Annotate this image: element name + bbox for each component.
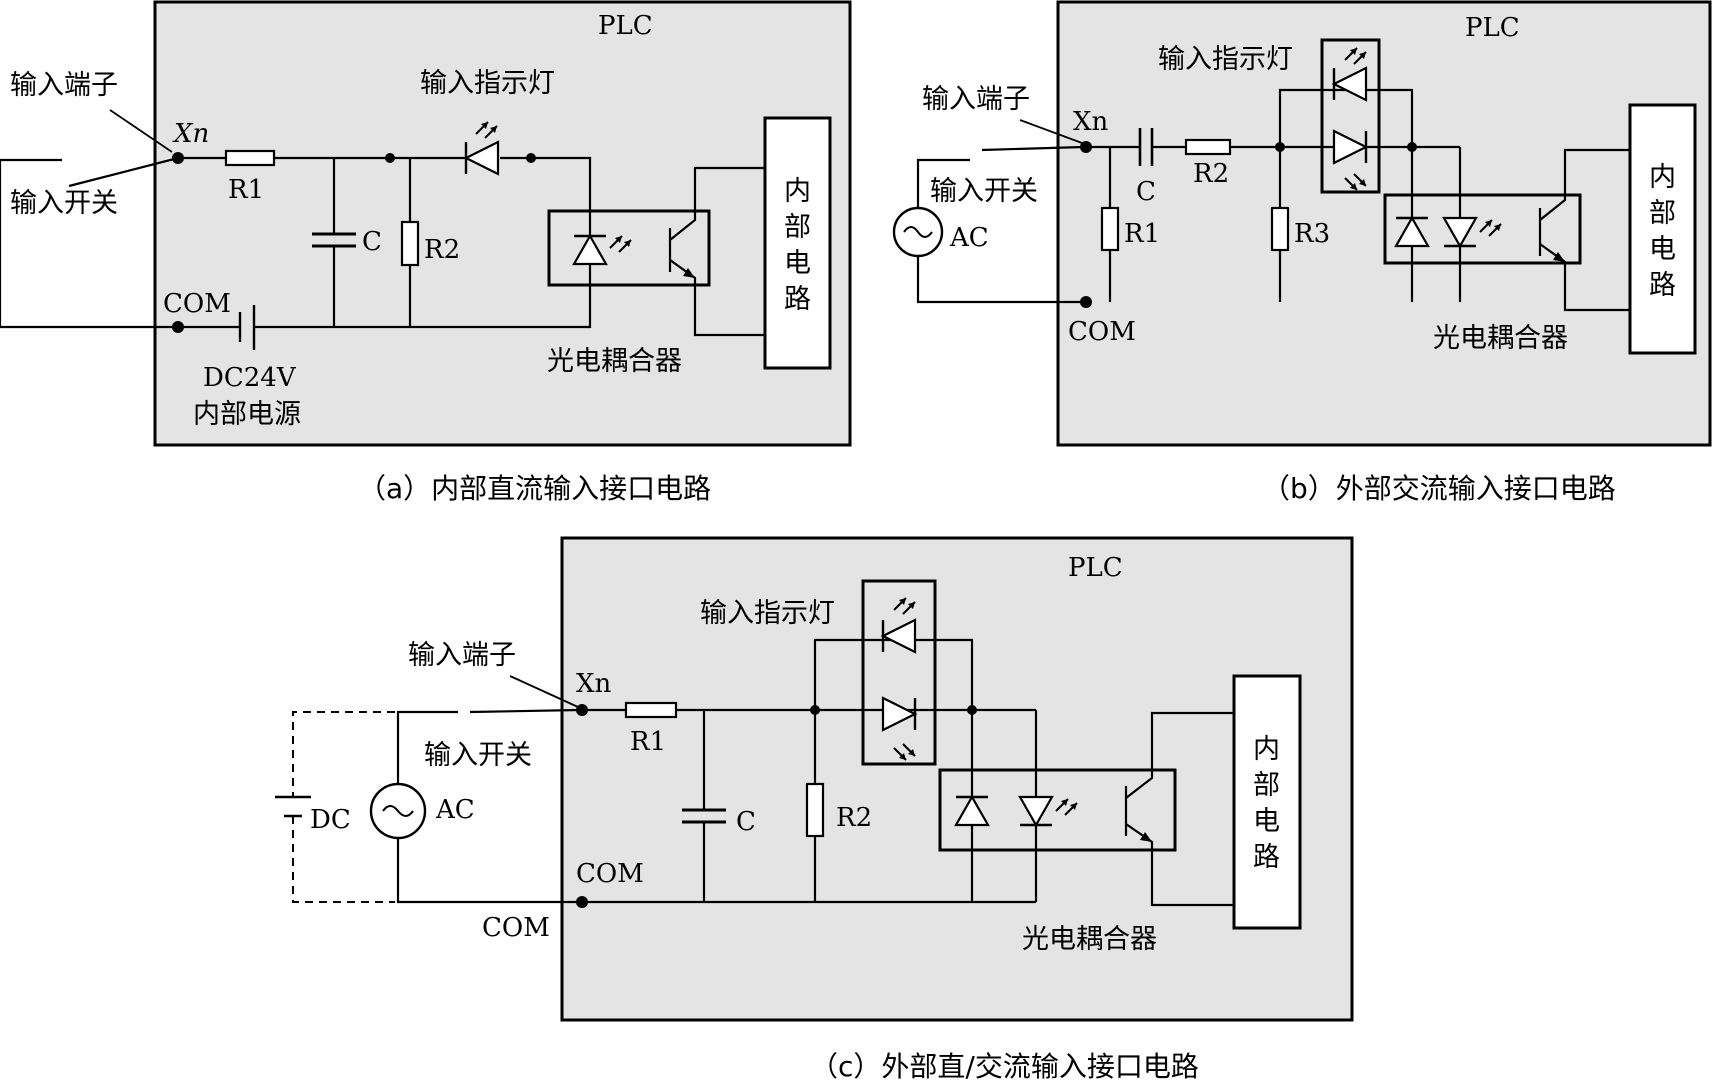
input-terminal-label: 输入端子 bbox=[408, 640, 516, 671]
panel-c: PLC 输入端子 Xn 输入开关 COM COM DC AC R1 C R2 输… bbox=[275, 536, 1354, 1022]
indicator-label: 输入指示灯 bbox=[420, 68, 555, 99]
r1-label: R1 bbox=[228, 175, 264, 205]
plc-label: PLC bbox=[598, 11, 653, 41]
internal-circuit-label-1: 内 bbox=[1253, 734, 1280, 765]
com-outer-label: COM bbox=[482, 913, 550, 943]
xn-label: Xn bbox=[576, 669, 612, 699]
r1-label: R1 bbox=[630, 727, 666, 757]
terminal-pointer bbox=[1019, 119, 1083, 144]
plc-box bbox=[560, 536, 1354, 1022]
c-label: C bbox=[1136, 177, 1156, 207]
internal-circuit-label-4: 路 bbox=[784, 284, 811, 315]
internal-circuit-label-2: 部 bbox=[1649, 198, 1676, 229]
internal-circuit-box bbox=[1232, 674, 1302, 930]
phototransistor-icon bbox=[1538, 148, 1630, 312]
dc-optional-wiring bbox=[292, 711, 395, 903]
r2-label: R2 bbox=[1193, 159, 1229, 189]
resistor-r1 bbox=[1100, 206, 1120, 252]
plc-box bbox=[153, 0, 852, 447]
internal-circuit-label-2: 部 bbox=[784, 212, 811, 243]
dc24v-label: DC24V bbox=[203, 363, 297, 393]
internal-circuit-box bbox=[763, 116, 832, 370]
r3-label: R3 bbox=[1294, 219, 1330, 249]
optocoupler-label: 光电耦合器 bbox=[547, 346, 682, 377]
ac-label: AC bbox=[435, 795, 475, 825]
resistor-r1 bbox=[624, 701, 678, 719]
input-switch-label: 输入开关 bbox=[424, 740, 532, 771]
input-switch bbox=[916, 145, 1086, 304]
caption-b: （b）外部交流输入接口电路 bbox=[1262, 472, 1616, 505]
ac-label: AC bbox=[949, 223, 989, 253]
resistor-r2 bbox=[400, 220, 420, 267]
internal-supply-label: 内部电源 bbox=[193, 399, 301, 430]
dc-label: DC bbox=[310, 805, 351, 835]
com-inner-label: COM bbox=[576, 859, 644, 889]
c-label: C bbox=[736, 807, 756, 837]
internal-circuit-label-4: 路 bbox=[1253, 842, 1280, 873]
phototransistor-icon bbox=[668, 166, 765, 337]
internal-circuit-label-1: 内 bbox=[1649, 162, 1676, 193]
com-label: COM bbox=[163, 289, 231, 319]
internal-circuit-box bbox=[1628, 103, 1697, 355]
com-line bbox=[178, 285, 592, 329]
optocoupler-label: 光电耦合器 bbox=[1433, 323, 1568, 354]
com-label: COM bbox=[1068, 317, 1136, 347]
optocoupler bbox=[547, 209, 711, 287]
resistor-r3 bbox=[1270, 206, 1290, 252]
resistor-r1 bbox=[224, 149, 276, 167]
indicator-box bbox=[861, 579, 937, 766]
r2-label: R2 bbox=[836, 803, 872, 833]
internal-circuit-label-4: 路 bbox=[1649, 270, 1676, 301]
terminal-pointer bbox=[509, 675, 579, 708]
internal-circuit-label-1: 内 bbox=[784, 176, 811, 207]
r2-label: R2 bbox=[424, 235, 460, 265]
plc-label: PLC bbox=[1465, 13, 1520, 43]
terminal-pointer bbox=[109, 109, 173, 153]
indicator-label: 输入指示灯 bbox=[1158, 44, 1293, 75]
xn-label: Xn bbox=[1073, 107, 1109, 137]
optocoupler-label: 光电耦合器 bbox=[1022, 924, 1157, 955]
phototransistor-icon bbox=[1124, 711, 1234, 907]
caption-a: （a）内部直流输入接口电路 bbox=[358, 472, 711, 505]
internal-circuit-label-3: 电 bbox=[1253, 806, 1280, 837]
resistor-r2 bbox=[805, 782, 825, 838]
caption-c: （c）外部直/交流输入接口电路 bbox=[810, 1050, 1199, 1083]
panel-b: PLC 输入端子 Xn 输入开关 COM AC C R2 R1 R3 输入指示灯 bbox=[892, 0, 1712, 447]
resistor-r2 bbox=[1184, 138, 1232, 156]
input-terminal-label: 输入端子 bbox=[922, 84, 1030, 115]
indicator-box bbox=[1320, 38, 1381, 194]
optocoupler bbox=[938, 768, 1177, 852]
input-terminal-label: 输入端子 bbox=[10, 70, 118, 101]
internal-circuit-label-3: 电 bbox=[1649, 234, 1676, 265]
xn-label: Xn bbox=[172, 119, 209, 149]
internal-circuit-label-2: 部 bbox=[1253, 770, 1280, 801]
input-switch-label: 输入开关 bbox=[10, 188, 118, 219]
input-switch bbox=[0, 156, 179, 329]
indicator-label: 输入指示灯 bbox=[700, 598, 835, 629]
panel-a: PLC 输入端子 输入开关 Xn COM R1 C R2 输入指示灯 DC24V… bbox=[0, 0, 852, 447]
optocoupler bbox=[1383, 193, 1582, 265]
internal-circuit-label-3: 电 bbox=[784, 248, 811, 279]
plc-label: PLC bbox=[1068, 553, 1123, 583]
input-switch-label: 输入开关 bbox=[930, 176, 1038, 207]
r1-label: R1 bbox=[1124, 219, 1160, 249]
c-label: C bbox=[362, 227, 382, 257]
input-switch bbox=[396, 708, 582, 904]
